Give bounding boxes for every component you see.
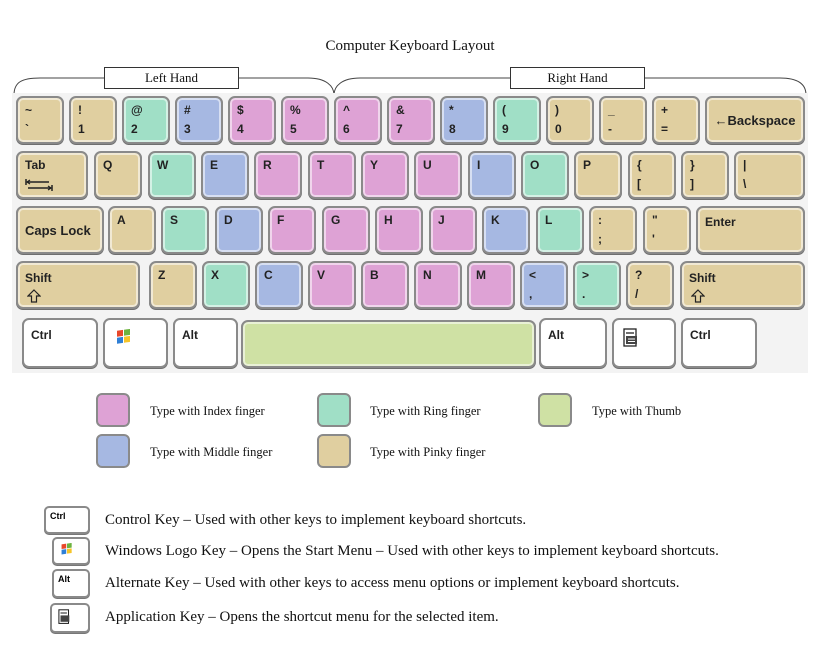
key-n[interactable]: N xyxy=(414,261,462,309)
key-g[interactable]: G xyxy=(322,206,370,254)
key-q[interactable]: Q xyxy=(94,151,142,199)
mini-application-key xyxy=(50,603,90,633)
key-1[interactable]: !1 xyxy=(69,96,117,144)
key-t[interactable]: T xyxy=(308,151,356,199)
key-slash[interactable]: ?/ xyxy=(626,261,674,309)
key-r[interactable]: R xyxy=(254,151,302,199)
key-left-shift[interactable]: Shift xyxy=(16,261,140,309)
left-arrow-icon: ← xyxy=(714,112,728,128)
key-o[interactable]: O xyxy=(521,151,569,199)
legend-label-middle: Type with Middle finger xyxy=(150,445,273,459)
mini-ctrl-key: Ctrl xyxy=(44,506,90,534)
key-s[interactable]: S xyxy=(161,206,209,254)
key-y[interactable]: Y xyxy=(361,151,409,199)
windows-logo-icon xyxy=(61,543,72,555)
key-l[interactable]: L xyxy=(536,206,584,254)
key-right-ctrl[interactable]: Ctrl xyxy=(681,318,757,368)
windows-logo-icon xyxy=(117,329,130,344)
key-h[interactable]: H xyxy=(375,206,423,254)
ctrl-key-description: Control Key – Used with other keys to im… xyxy=(105,512,527,528)
legend-label-ring: Type with Ring finger xyxy=(370,404,481,418)
key-backtick[interactable]: ~` xyxy=(16,96,64,144)
key-equals[interactable]: += xyxy=(652,96,700,144)
legend-label-thumb: Type with Thumb xyxy=(592,404,682,418)
key-left-bracket[interactable]: {[ xyxy=(628,151,676,199)
key-period[interactable]: >. xyxy=(573,261,621,309)
application-key-description: Application Key – Opens the shortcut men… xyxy=(105,609,499,625)
key-application[interactable] xyxy=(612,318,676,368)
key-8[interactable]: *8 xyxy=(440,96,488,144)
key-e[interactable]: E xyxy=(201,151,249,199)
mini-windows-key xyxy=(52,537,90,565)
key-spacebar[interactable] xyxy=(241,320,536,368)
key-a[interactable]: A xyxy=(108,206,156,254)
key-k[interactable]: K xyxy=(482,206,530,254)
key-5[interactable]: %5 xyxy=(281,96,329,144)
key-6[interactable]: ^6 xyxy=(334,96,382,144)
key-comma[interactable]: <, xyxy=(520,261,568,309)
key-caps-lock[interactable]: Caps Lock xyxy=(16,206,104,254)
key-4[interactable]: $4 xyxy=(228,96,276,144)
legend-swatch-ring xyxy=(317,393,351,427)
right-hand-label: Right Hand xyxy=(510,67,645,89)
key-enter[interactable]: Enter xyxy=(696,206,805,254)
key-i[interactable]: I xyxy=(468,151,516,199)
key-windows[interactable] xyxy=(103,318,168,368)
alt-key-description: Alternate Key – Used with other keys to … xyxy=(105,575,680,591)
application-menu-icon xyxy=(58,609,70,624)
key-w[interactable]: W xyxy=(148,151,196,199)
keyboard: ~` !1 @2 #3 $4 %5 ^6 &7 *8 (9 )0 _- += ←… xyxy=(12,93,808,373)
key-semicolon[interactable]: :; xyxy=(589,206,637,254)
key-x[interactable]: X xyxy=(202,261,250,309)
key-3[interactable]: #3 xyxy=(175,96,223,144)
legend-swatch-pinky xyxy=(317,434,351,468)
key-c[interactable]: C xyxy=(255,261,303,309)
key-v[interactable]: V xyxy=(308,261,356,309)
left-hand-label: Left Hand xyxy=(104,67,239,89)
key-j[interactable]: J xyxy=(429,206,477,254)
legend-label-pinky: Type with Pinky finger xyxy=(370,445,486,459)
key-tab[interactable]: Tab xyxy=(16,151,88,199)
key-u[interactable]: U xyxy=(414,151,462,199)
key-z[interactable]: Z xyxy=(149,261,197,309)
windows-key-description: Windows Logo Key – Opens the Start Menu … xyxy=(105,543,719,559)
key-right-alt[interactable]: Alt xyxy=(539,318,607,368)
key-right-shift[interactable]: Shift xyxy=(680,261,805,309)
key-right-bracket[interactable]: }] xyxy=(681,151,729,199)
diagram-title: Computer Keyboard Layout xyxy=(325,38,495,54)
mini-alt-key: Alt xyxy=(52,569,90,598)
key-0[interactable]: )0 xyxy=(546,96,594,144)
legend-swatch-thumb xyxy=(538,393,572,427)
key-quote[interactable]: "' xyxy=(643,206,691,254)
legend-swatch-index xyxy=(96,393,130,427)
key-minus[interactable]: _- xyxy=(599,96,647,144)
key-p[interactable]: P xyxy=(574,151,622,199)
key-backspace[interactable]: ←Backspace xyxy=(705,96,805,144)
key-9[interactable]: (9 xyxy=(493,96,541,144)
key-backslash[interactable]: |\ xyxy=(734,151,805,199)
key-left-alt[interactable]: Alt xyxy=(173,318,238,368)
legend-label-index: Type with Index finger xyxy=(150,404,265,418)
key-left-ctrl[interactable]: Ctrl xyxy=(22,318,98,368)
key-2[interactable]: @2 xyxy=(122,96,170,144)
shift-arrow-icon xyxy=(691,289,705,303)
key-b[interactable]: B xyxy=(361,261,409,309)
key-7[interactable]: &7 xyxy=(387,96,435,144)
shift-arrow-icon xyxy=(27,289,41,303)
key-m[interactable]: M xyxy=(467,261,515,309)
legend-swatch-middle xyxy=(96,434,130,468)
application-menu-icon xyxy=(623,328,637,347)
key-f[interactable]: F xyxy=(268,206,316,254)
tab-arrows-icon xyxy=(25,179,53,191)
key-d[interactable]: D xyxy=(215,206,263,254)
